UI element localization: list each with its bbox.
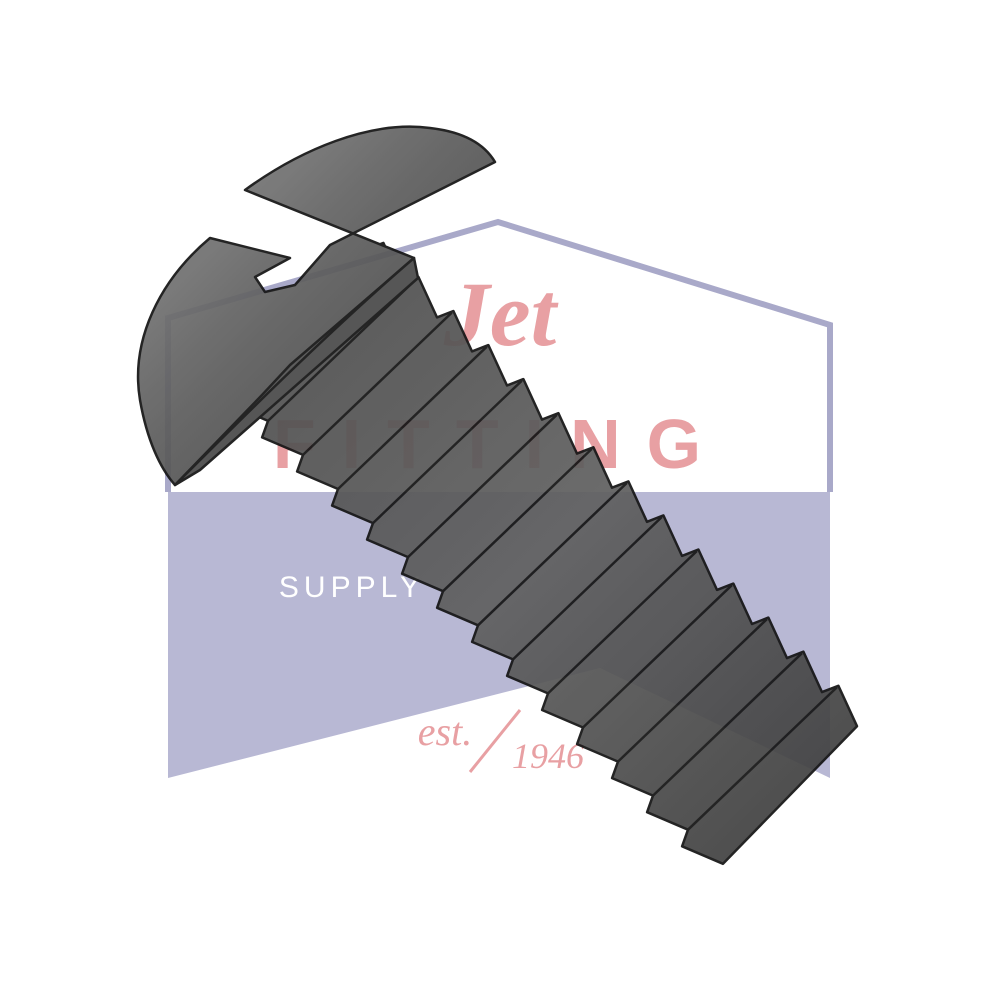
thread-line [547,550,698,695]
screw-head [136,125,497,487]
logo-supply-text: SUPPLY [279,571,425,604]
thread-line [512,516,663,661]
logo-est-slash [468,709,522,773]
thread-line [477,482,628,627]
thread-line [407,413,558,559]
screw-icon [136,125,859,866]
thread-line [372,379,523,525]
thread-line [337,345,488,490]
logo-year-text: 1946 [512,736,584,776]
thread-line [302,311,453,456]
thread-line [617,618,768,763]
screw-head-underside [173,256,420,487]
thread-line [687,686,838,831]
thread-line [582,584,733,729]
screw-shank [225,241,859,866]
screw-threads [267,277,838,831]
thread-line [652,652,803,797]
logo-est-text: est. [418,709,472,754]
thread-line [442,447,593,593]
